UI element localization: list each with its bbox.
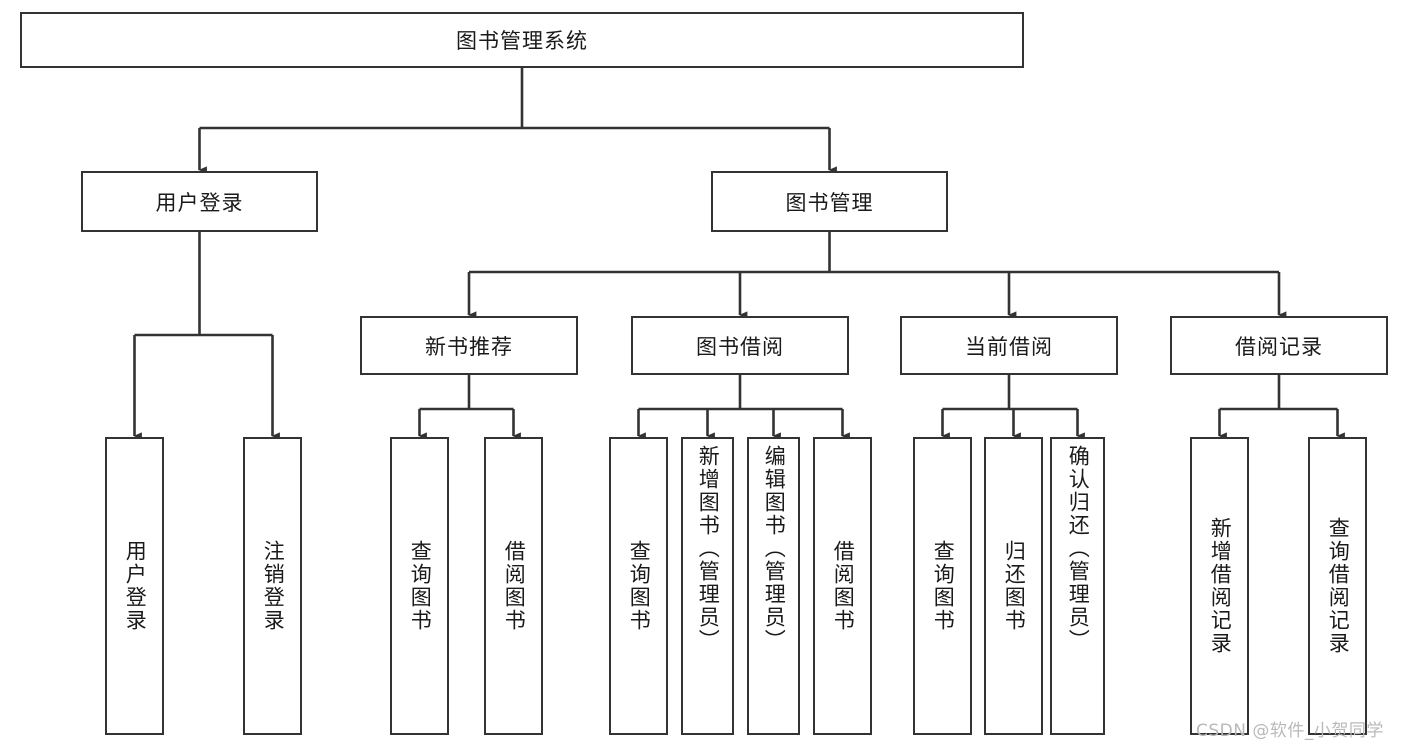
node-label: 归还图书: [1002, 540, 1027, 632]
node-book-manage[interactable]: 图书管理: [711, 171, 948, 232]
node-label: 图书管理系统: [456, 29, 588, 53]
node-leaf-add-borrow-record[interactable]: 新增借阅记录: [1190, 437, 1249, 735]
node-borrow-record[interactable]: 借阅记录: [1170, 316, 1388, 375]
node-leaf-query-book-current[interactable]: 查询图书: [913, 437, 972, 735]
node-label: 图书借阅: [696, 334, 784, 359]
node-label: 用户登录: [155, 190, 244, 215]
node-label: 图书管理: [785, 190, 874, 215]
node-leaf-query-borrow-record[interactable]: 查询借阅记录: [1308, 437, 1367, 735]
node-leaf-return-book[interactable]: 归还图书: [984, 437, 1043, 735]
node-label: 借阅记录: [1235, 334, 1323, 359]
node-new-book-recommend[interactable]: 新书推荐: [360, 316, 578, 375]
node-label: 用户登录: [123, 540, 148, 632]
node-leaf-add-book[interactable]: 新增图书（管理员）: [681, 437, 734, 735]
node-book-borrow[interactable]: 图书借阅: [631, 316, 849, 375]
node-label: 注销登录: [261, 540, 286, 632]
node-label: 确认归还（管理员）: [1066, 445, 1091, 652]
node-leaf-edit-book[interactable]: 编辑图书（管理员）: [747, 437, 800, 735]
node-leaf-borrow-book-recommend[interactable]: 借阅图书: [484, 437, 543, 735]
node-label: 编辑图书（管理员）: [762, 445, 787, 652]
node-leaf-confirm-return[interactable]: 确认归还（管理员）: [1050, 437, 1105, 735]
node-label: 查询借阅记录: [1326, 517, 1351, 655]
edge-paths: [133, 68, 1345, 440]
node-leaf-query-book-borrow[interactable]: 查询图书: [609, 437, 668, 735]
node-leaf-borrow-book[interactable]: 借阅图书: [813, 437, 872, 735]
node-leaf-query-book-recommend[interactable]: 查询图书: [390, 437, 449, 735]
node-label: 当前借阅: [965, 334, 1053, 359]
node-label: 新增图书（管理员）: [696, 445, 721, 652]
node-root[interactable]: 图书管理系统: [20, 12, 1024, 68]
node-label: 查询图书: [408, 540, 433, 632]
node-label: 新增借阅记录: [1208, 517, 1233, 655]
node-label: 借阅图书: [502, 540, 527, 632]
node-label: 查询图书: [627, 540, 652, 632]
node-label: 新书推荐: [425, 334, 513, 359]
node-label: 借阅图书: [831, 540, 856, 632]
node-current-borrow[interactable]: 当前借阅: [900, 316, 1118, 375]
node-user-login[interactable]: 用户登录: [81, 171, 318, 232]
watermark: CSDN @软件_小贺同学: [1196, 721, 1384, 741]
node-leaf-user-logout[interactable]: 注销登录: [243, 437, 302, 735]
node-leaf-user-login[interactable]: 用户登录: [105, 437, 164, 735]
node-label: 查询图书: [931, 540, 956, 632]
